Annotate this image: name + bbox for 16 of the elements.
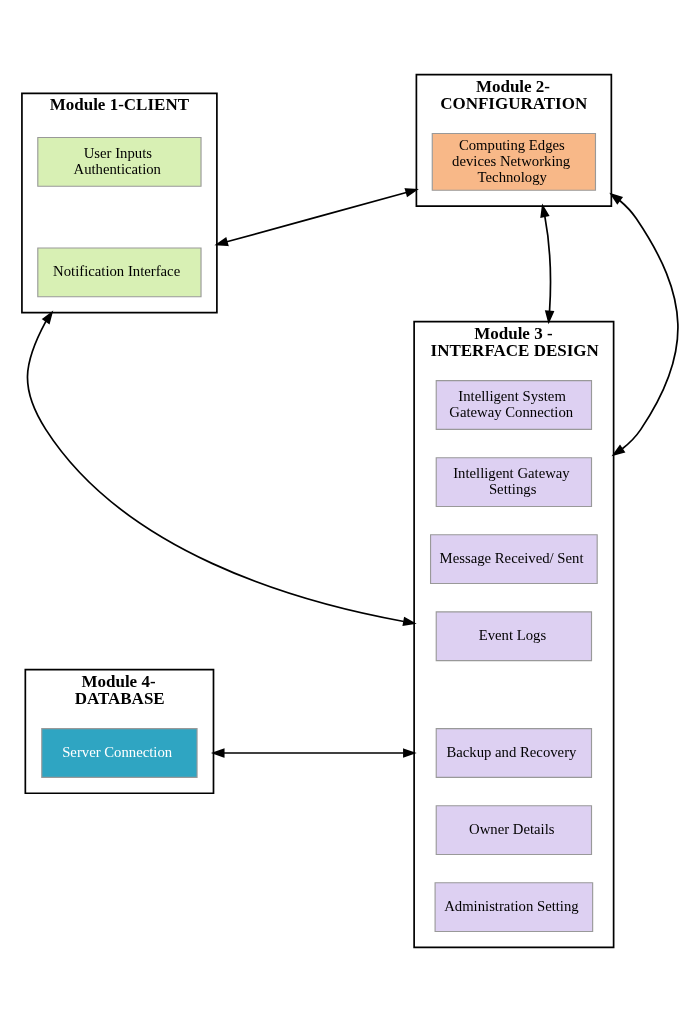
arrow	[609, 192, 679, 457]
node-box: Server Connection	[41, 728, 198, 778]
node-box: Message Received/ Sent	[430, 534, 598, 585]
node-box: Backup and Recovery	[435, 728, 593, 778]
node-box: Intelligent System Gateway Connection	[435, 380, 593, 430]
arrow	[540, 203, 555, 325]
node-box: Event Logs	[435, 611, 593, 662]
node-box: Notification Interface	[37, 247, 202, 298]
node-box: User Inputs Authentication	[37, 136, 202, 187]
node-box: Intelligent Gateway Settings	[435, 457, 593, 508]
arrow	[210, 748, 417, 758]
node-box: Administration Setting	[434, 882, 594, 933]
arrow	[26, 310, 417, 627]
arrow	[214, 188, 419, 247]
node-box: Computing Edges devices Networking Technology	[431, 132, 597, 191]
node-box: Owner Details	[435, 805, 593, 855]
